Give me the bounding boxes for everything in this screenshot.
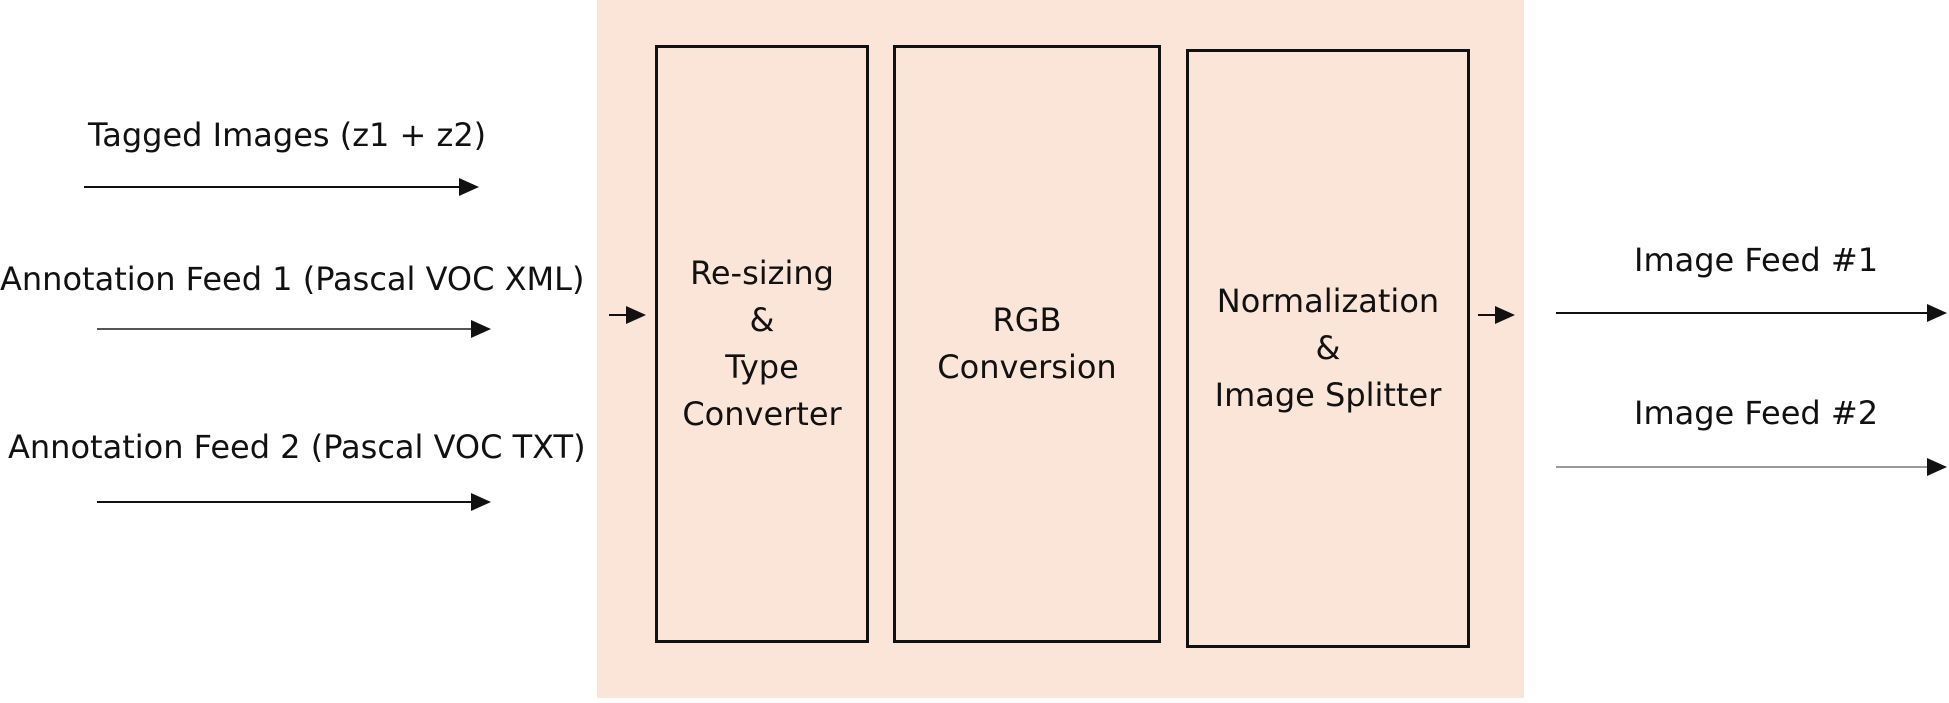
stage-label-line: Type [725,348,799,386]
stage-label-line: & [1315,329,1341,367]
input-label-annotation-feed-1: Annotation Feed 1 (Pascal VOC XML) [0,260,585,298]
stage-label-line: & [749,301,775,339]
input-arrow-annotation-feed-1 [97,320,491,338]
panel-exit-arrow [1478,306,1515,324]
input-label-annotation-feed-2: Annotation Feed 2 (Pascal VOC TXT) [8,428,586,466]
stage-label: Normalization & Image Splitter [1215,278,1442,419]
stage-label-line: Normalization [1216,282,1440,320]
rgb-conversion-stage: RGB Conversion [893,45,1161,643]
resizing-type-converter-stage: Re-sizing & Type Converter [655,45,869,643]
input-arrow-tagged-images [84,178,479,196]
stage-label-line: Image Splitter [1214,376,1442,414]
output-arrow-image-feed-1 [1556,304,1947,322]
stage-label: RGB Conversion [937,297,1116,391]
input-label-tagged-images: Tagged Images (z1 + z2) [88,116,487,154]
stage-label-line: Conversion [937,348,1117,386]
output-arrow-image-feed-2 [1556,458,1947,476]
output-label-image-feed-2: Image Feed #2 [1634,394,1879,432]
processing-panel [597,0,1524,698]
panel-entry-arrow [609,306,646,324]
input-arrow-annotation-feed-2 [97,493,491,511]
stage-label-line: RGB [992,301,1062,339]
stage-label-line: Re-sizing [690,254,834,292]
output-label-image-feed-1: Image Feed #1 [1634,241,1879,279]
stage-label-line: Converter [682,395,842,433]
normalization-image-splitter-stage: Normalization & Image Splitter [1186,49,1470,648]
stage-label: Re-sizing & Type Converter [682,250,841,438]
